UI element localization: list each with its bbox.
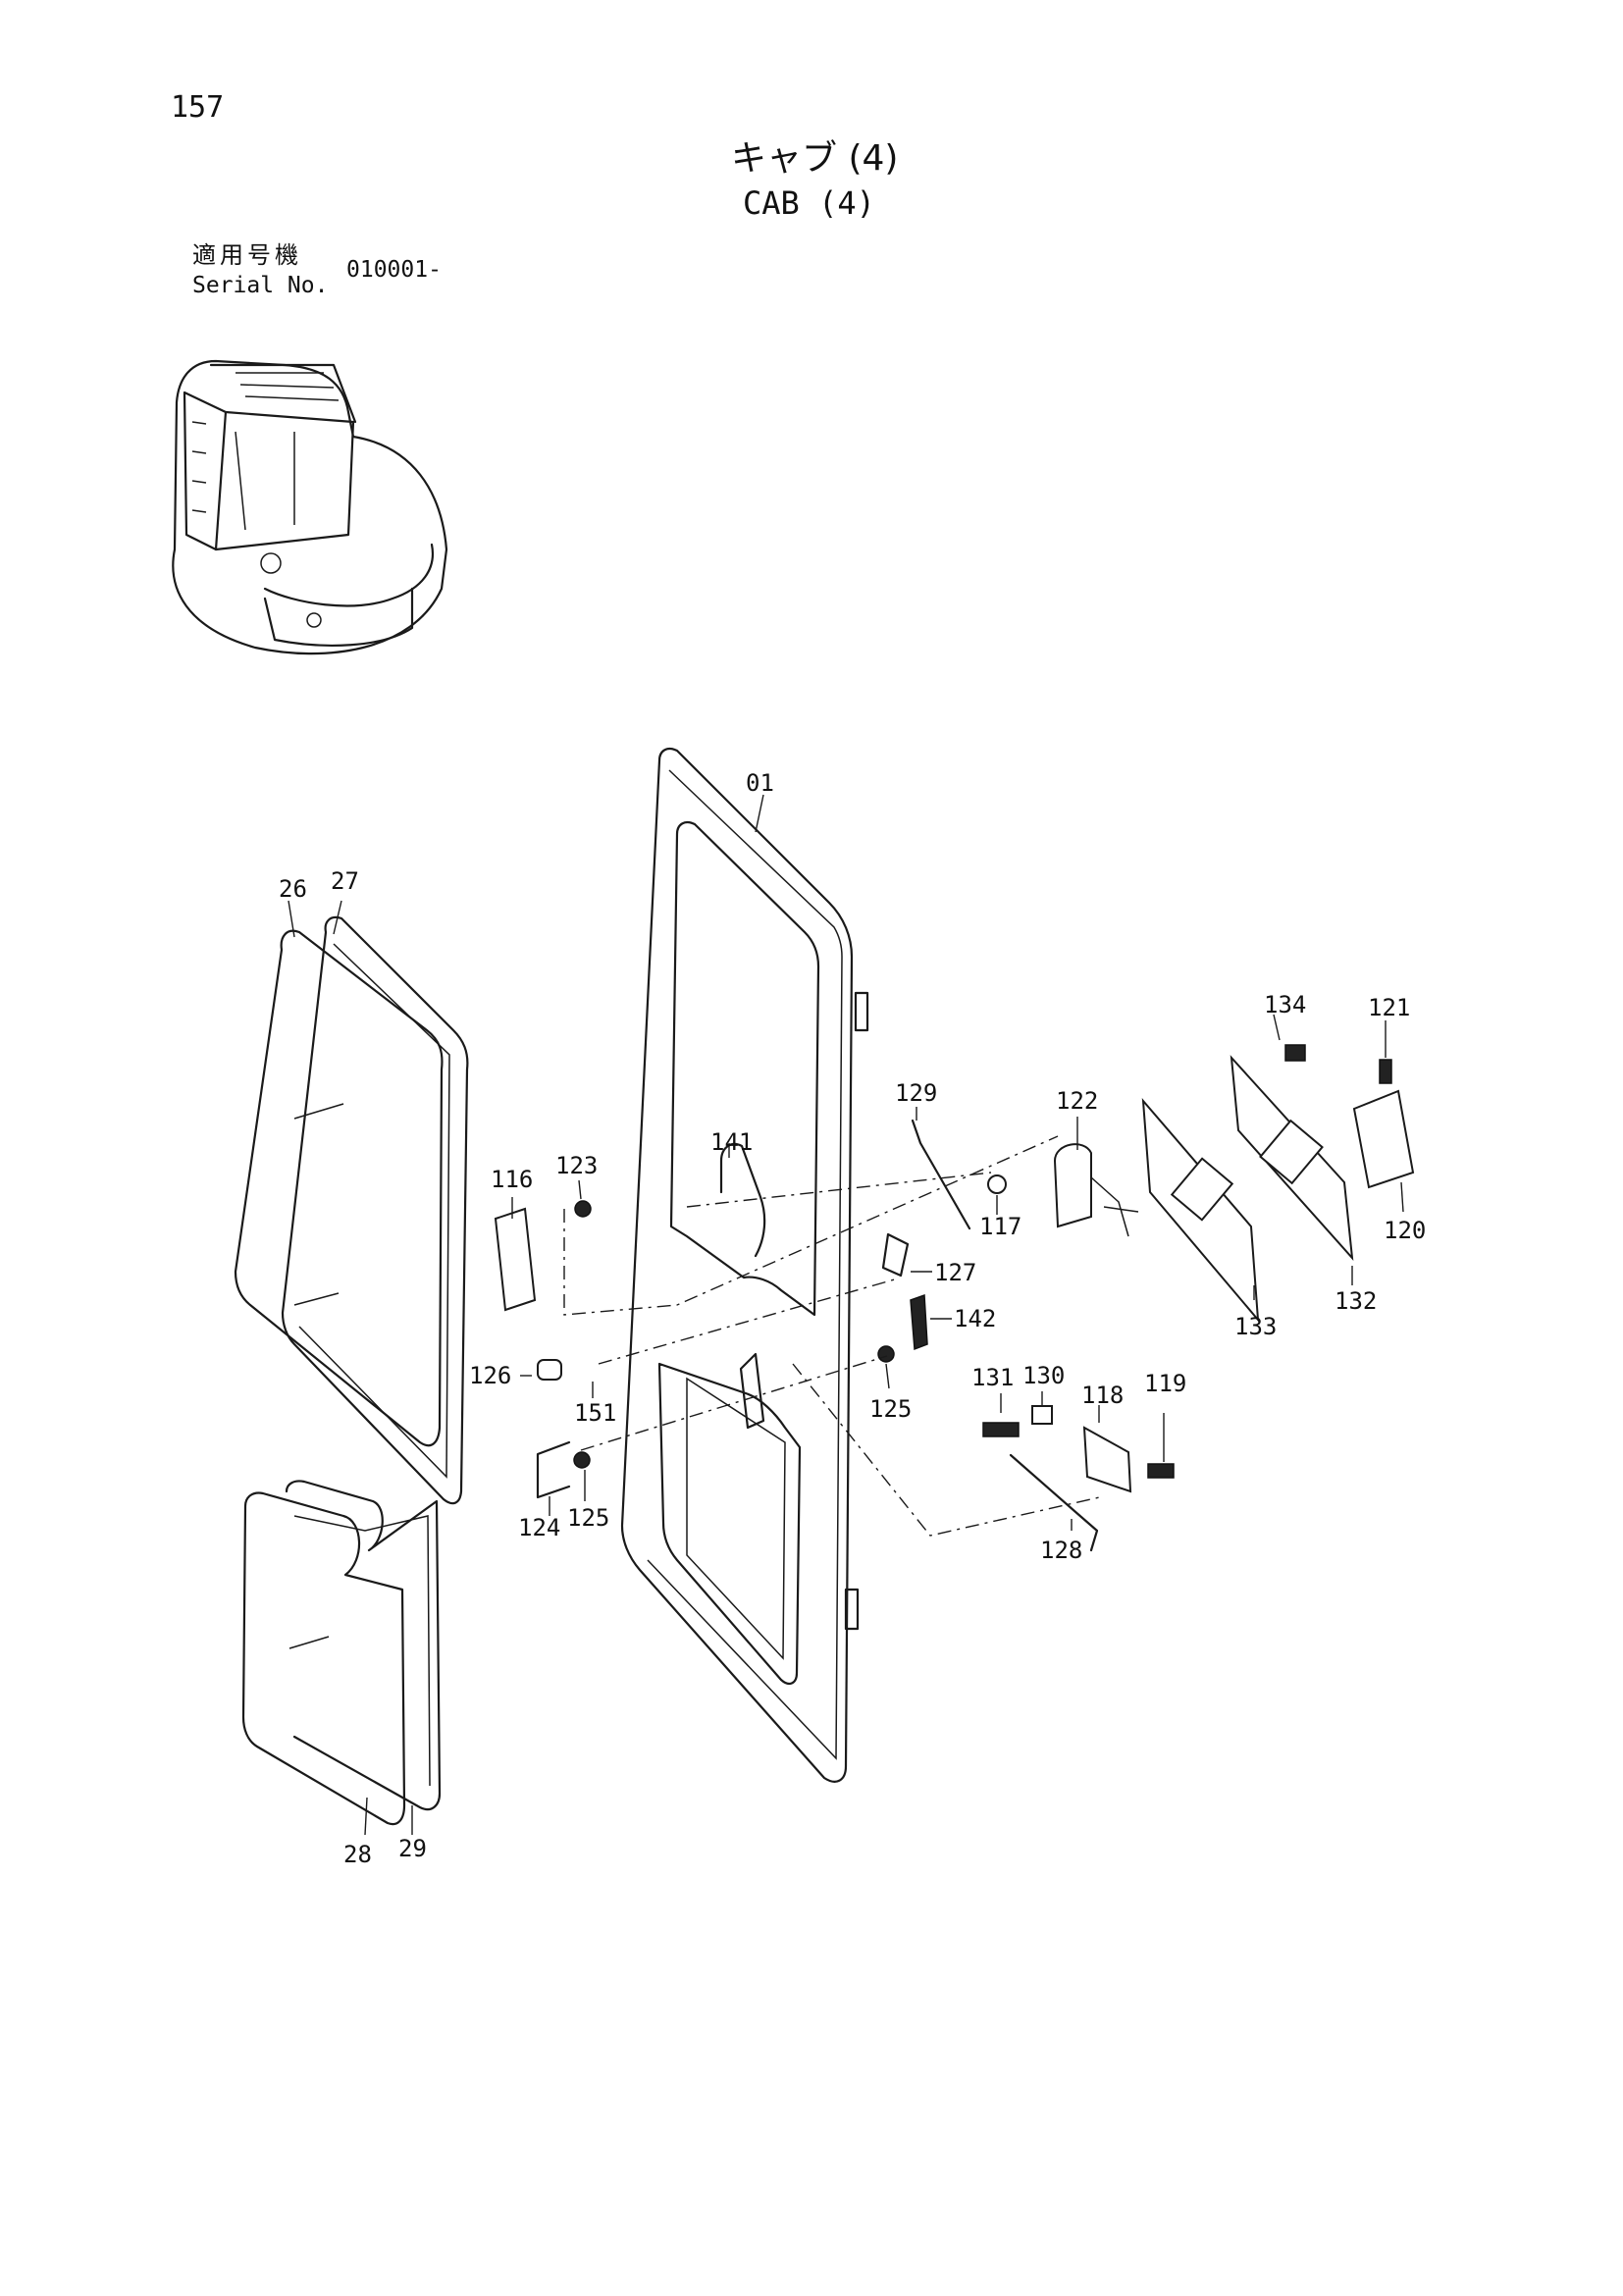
screw-121 (1379, 1059, 1392, 1084)
rod-129 (911, 1119, 971, 1230)
bolt-123 (574, 1200, 592, 1218)
label-26: 26 (279, 875, 307, 903)
serial-label-english: Serial No. (192, 273, 329, 298)
label-121: 121 (1368, 994, 1410, 1021)
label-141: 141 (710, 1128, 753, 1156)
leaders (288, 794, 1404, 1836)
rod-128 (1009, 1453, 1099, 1552)
plate-132-window (1259, 1119, 1324, 1185)
upper-glass-and-seal (234, 915, 469, 1505)
label-128: 128 (1040, 1537, 1082, 1564)
label-134: 134 (1264, 991, 1306, 1018)
door-lock (1053, 1143, 1092, 1228)
lower-glass-and-seal (241, 1480, 442, 1826)
callout-labels: 01 26 27 28 29 116 117 118 119 120 121 1… (279, 769, 1426, 1868)
nut-130 (1031, 1405, 1053, 1425)
label-127: 127 (934, 1259, 976, 1286)
label-117: 117 (979, 1213, 1021, 1240)
nut-125-upper (877, 1345, 895, 1363)
label-131: 131 (971, 1364, 1014, 1391)
screw-142 (910, 1293, 928, 1351)
assembly-line-3 (580, 1355, 888, 1451)
title-english: CAB (4) (743, 184, 875, 222)
label-118: 118 (1081, 1382, 1124, 1409)
u-bolt-124 (536, 1440, 571, 1499)
bushing-117 (987, 1174, 1007, 1194)
assembly-line-4 (792, 1363, 1105, 1537)
label-151: 151 (574, 1399, 616, 1427)
label-132: 132 (1335, 1287, 1377, 1315)
label-133: 133 (1234, 1313, 1277, 1340)
title-japanese: キャブ (4) (731, 138, 899, 179)
label-129: 129 (895, 1079, 937, 1107)
label-27: 27 (331, 867, 359, 895)
label-124: 124 (518, 1514, 560, 1541)
spacer-126 (537, 1359, 562, 1381)
assembly-line-2 (598, 1278, 899, 1365)
outer-handle-120 (1352, 1089, 1415, 1189)
label-01: 01 (746, 769, 774, 797)
latch-plate (494, 1207, 537, 1312)
label-125-lower: 125 (567, 1504, 609, 1532)
bolt-119 (1147, 1463, 1175, 1479)
bracket-118 (1082, 1426, 1132, 1493)
serial-number-value: 010001- (346, 257, 442, 283)
bolt-131 (982, 1422, 1020, 1437)
label-125-upper: 125 (869, 1395, 912, 1423)
bolt-134 (1284, 1044, 1306, 1062)
door-frame (620, 747, 869, 1783)
clip-127 (881, 1232, 910, 1278)
assembly-line-1 (563, 1135, 1059, 1316)
label-122: 122 (1056, 1087, 1098, 1115)
page-number: 157 (171, 90, 225, 125)
nut-125-lower (573, 1451, 591, 1469)
label-142: 142 (954, 1305, 996, 1332)
label-29: 29 (398, 1835, 427, 1862)
label-119: 119 (1144, 1370, 1186, 1397)
serial-label-japanese: 適用号機 (192, 241, 302, 269)
label-123: 123 (555, 1152, 598, 1179)
label-126: 126 (469, 1362, 511, 1389)
assembly-line-5 (686, 1172, 992, 1208)
label-130: 130 (1022, 1362, 1065, 1389)
grab-handle (719, 1142, 766, 1258)
label-28: 28 (343, 1841, 372, 1868)
label-120: 120 (1384, 1217, 1426, 1244)
label-116: 116 (491, 1166, 533, 1193)
machine-thumbnail (172, 359, 448, 655)
plate-133-window (1170, 1157, 1234, 1222)
